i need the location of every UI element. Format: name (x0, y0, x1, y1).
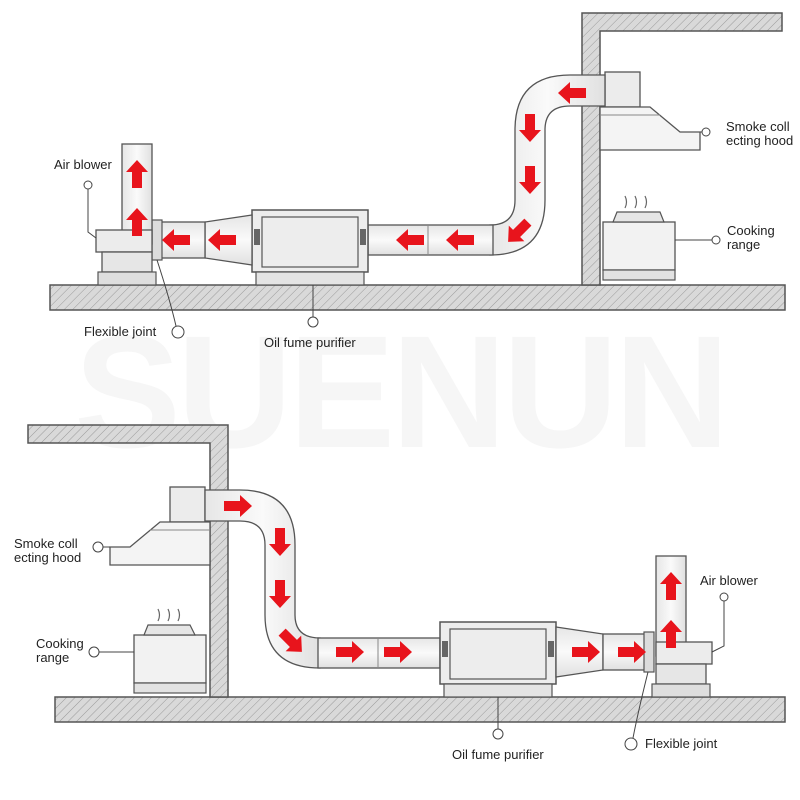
arrow-top-3 (519, 166, 541, 194)
top-duct-right (367, 224, 494, 256)
top-label-flexible-joint: Flexible joint (84, 324, 157, 339)
top-label-cooking-range: Cooking range (727, 223, 775, 252)
top-smoke-hood (599, 71, 701, 151)
arrow-top-6 (396, 229, 424, 251)
top-label-air-blower: Air blower (54, 157, 112, 172)
top-diagram (49, 12, 786, 339)
bottom-leader-lines (88, 541, 729, 751)
arrow-bottom-7 (572, 641, 600, 663)
arrow-bottom-10 (660, 572, 682, 600)
arrow-bottom-6 (384, 641, 412, 663)
top-label-smoke-hood: Smoke coll ecting hood (726, 119, 794, 148)
bottom-label-smoke-hood: Smoke coll ecting hood (14, 536, 82, 565)
bottom-label-cooking-range: Cooking range (36, 636, 84, 665)
top-purifier (251, 209, 369, 286)
top-leader-lines (83, 127, 721, 339)
top-wall (581, 12, 783, 286)
bottom-label-purifier: Oil fume purifier (452, 747, 544, 762)
top-flexible-joint-shape (151, 219, 163, 261)
bottom-diagram (27, 424, 786, 751)
arrow-top-10 (126, 160, 148, 188)
arrow-top-8 (162, 229, 190, 251)
bottom-floor (54, 696, 786, 723)
arrow-top-9 (126, 208, 148, 236)
top-cooking-range (602, 195, 676, 281)
bottom-label-air-blower: Air blower (700, 573, 758, 588)
arrow-top-1 (558, 82, 586, 104)
bottom-label-flexible-joint: Flexible joint (645, 736, 718, 751)
arrow-top-7 (208, 229, 236, 251)
arrow-top-5 (446, 229, 474, 251)
arrow-bottom-8 (618, 641, 646, 663)
arrow-bottom-9 (660, 620, 682, 648)
bottom-purifier (439, 621, 557, 698)
bottom-cooking-range (133, 608, 207, 694)
top-airflow-arrows (126, 82, 586, 251)
arrow-bottom-3 (269, 580, 291, 608)
arrow-bottom-5 (336, 641, 364, 663)
arrow-bottom-4 (278, 628, 302, 652)
bottom-smoke-hood (109, 486, 211, 566)
arrow-bottom-2 (269, 528, 291, 556)
arrow-bottom-1 (224, 495, 252, 517)
arrow-top-2 (519, 114, 541, 142)
top-label-purifier: Oil fume purifier (264, 335, 356, 350)
top-floor (49, 284, 786, 311)
bottom-airflow-arrows (224, 495, 682, 663)
bottom-wall (27, 424, 229, 698)
arrow-top-4 (508, 218, 532, 242)
